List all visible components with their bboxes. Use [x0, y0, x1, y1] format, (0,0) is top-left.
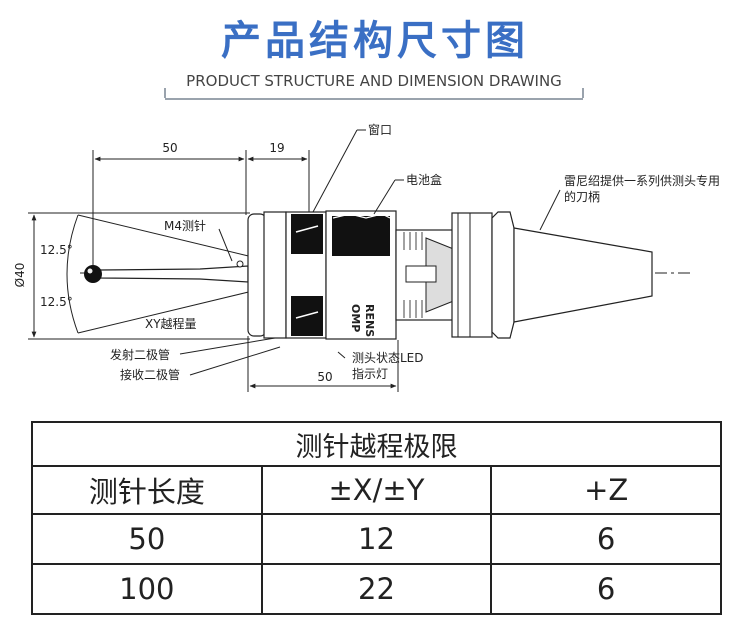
stylus — [84, 260, 249, 283]
tool-shank — [451, 211, 653, 339]
angle-upper: 12.5° — [40, 243, 73, 257]
angle-lower: 12.5° — [40, 295, 73, 309]
page-title: 产品结构尺寸图 — [221, 18, 529, 64]
table-header-row: 测针长度 ±X/±Y +Z — [31, 465, 722, 515]
label-emitter: 发射二极管 — [110, 347, 170, 362]
diameter-dimension — [28, 212, 250, 340]
rule-end-tick — [164, 88, 166, 98]
overtravel-limits-table: 测针越程极限 测针长度 ±X/±Y +Z 50 12 6 100 22 6 — [31, 421, 722, 615]
window-band — [291, 214, 323, 254]
table-caption: 测针越程极限 — [31, 421, 722, 467]
header-stylus-length: 测针长度 — [31, 465, 263, 515]
label-window: 窗口 — [368, 123, 392, 137]
bottom-dimension — [247, 336, 399, 392]
top-dimensions — [92, 150, 310, 265]
label-receiver: 接收二极管 — [120, 367, 180, 382]
stylus-ball — [84, 265, 102, 283]
table-row: 100 22 6 — [31, 563, 722, 615]
dim-window-offset: 19 — [269, 141, 284, 155]
label-battery-box: 电池盒 — [406, 172, 442, 187]
label-xy-travel: XY越程量 — [145, 316, 197, 331]
leader-lines — [179, 129, 561, 376]
cell-z-travel: 6 — [490, 513, 722, 565]
cell-xy-travel: 22 — [260, 563, 493, 615]
label-led-line2: 指示灯 — [352, 366, 388, 381]
header-xy-travel: ±X/±Y — [260, 465, 493, 515]
dim-stylus-length: 50 — [162, 141, 177, 155]
rule-end-tick — [582, 88, 584, 98]
svg-text:RENS: RENS — [363, 304, 376, 337]
probe-body: RENS OMP — [247, 210, 457, 340]
svg-text:OMP: OMP — [349, 304, 362, 332]
probe-dimension-drawing: 50 19 Ø40 12.5° 12.5° RENS OMP — [13, 123, 720, 392]
header-z-travel: +Z — [490, 465, 722, 515]
table-row: 50 12 6 — [31, 513, 722, 565]
subtitle-rule: PRODUCT STRUCTURE AND DIMENSION DRAWING — [164, 66, 584, 100]
brand-marking: RENS OMP — [349, 304, 376, 337]
label-shank-line2: 的刀柄 — [564, 189, 600, 204]
label-shank-line1: 雷尼绍提供一系列供测头专用 — [564, 173, 720, 188]
dim-diameter: Ø40 — [13, 263, 27, 288]
cell-stylus-length: 100 — [31, 563, 263, 615]
window-band — [291, 296, 323, 336]
page-subtitle: PRODUCT STRUCTURE AND DIMENSION DRAWING — [186, 72, 562, 90]
label-led-line1: 测头状态LED — [352, 351, 424, 365]
cell-stylus-length: 50 — [31, 513, 263, 565]
label-stylus: M4测针 — [164, 218, 206, 233]
cell-xy-travel: 12 — [260, 513, 493, 565]
dim-body-length: 50 — [317, 370, 332, 384]
cell-z-travel: 6 — [490, 563, 722, 615]
